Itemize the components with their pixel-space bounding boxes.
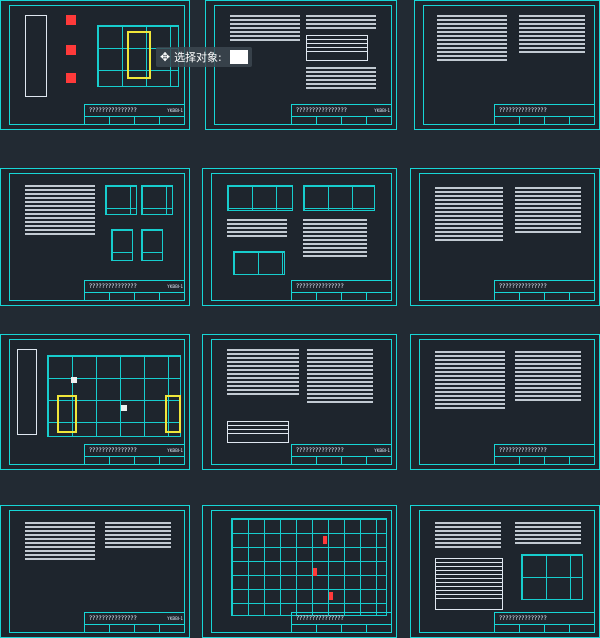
select-object-prompt[interactable]: ✥ 选择对象: (156, 47, 252, 67)
sheet-frame (9, 173, 185, 301)
sheet-frame (9, 510, 185, 633)
text-block (437, 13, 507, 63)
data-table (227, 421, 289, 443)
title-block: ??????????????? YKBBI-1 (84, 104, 185, 125)
legend-column (17, 349, 37, 435)
drawing-sheet-9[interactable]: ??????????????? (410, 334, 600, 470)
title-block-code: YKBBI-1 (167, 616, 183, 621)
title-block: ??????????????? (291, 280, 392, 301)
highlighted-frame (127, 31, 151, 79)
text-block (515, 185, 581, 235)
sheet-frame (419, 173, 595, 301)
title-block: ???????????????? YKBBI-1 (291, 104, 392, 125)
sheet-frame (419, 510, 595, 633)
drawing-sheet-3[interactable]: ??????????????? (414, 0, 600, 130)
select-object-label: 选择对象: (174, 51, 222, 64)
title-block-title: ???????????????? (292, 105, 392, 117)
title-block-title: ??????????????? (85, 445, 185, 457)
data-table (306, 35, 368, 61)
title-block-title: ??????????????? (85, 105, 185, 117)
text-block (25, 520, 95, 562)
move-cursor-icon: ✥ (160, 50, 171, 64)
text-block (230, 13, 300, 43)
sheet-frame (211, 510, 392, 633)
title-block: ??????????????? (494, 612, 595, 633)
drawing-sheet-11[interactable]: ??????????????? (202, 505, 397, 638)
component-red (323, 536, 327, 544)
component-red (66, 73, 76, 83)
drawing-sheet-12[interactable]: ??????????????? (410, 505, 600, 638)
floor-plan-grid (231, 518, 387, 616)
title-block-code: YKBBI-1 (167, 284, 183, 289)
text-block (435, 349, 505, 411)
floor-plan-grid (47, 355, 181, 437)
component-red (66, 45, 76, 55)
component-red (329, 592, 333, 600)
title-block: ??????????????? YKBBI-1 (84, 612, 185, 633)
title-block-title: ??????????????? (495, 445, 595, 457)
title-block: ??????????????? (291, 612, 392, 633)
text-block (306, 13, 376, 31)
highlighted-frame (57, 395, 77, 433)
detail-grid (141, 185, 173, 215)
sheet-frame (211, 339, 392, 465)
title-block: ??????????????? YKBBI-1 (291, 444, 392, 465)
command-input-box[interactable] (229, 50, 248, 64)
detail-grid (141, 229, 163, 261)
text-block (227, 347, 299, 397)
component-red (66, 15, 76, 25)
detail-grid (521, 554, 583, 600)
drawing-sheet-6[interactable]: ??????????????? (410, 168, 600, 306)
text-block (105, 520, 171, 550)
title-block: ??????????????? YKBBI-1 (84, 280, 185, 301)
detail-grid (303, 185, 375, 211)
detail-grid (227, 185, 293, 211)
drawing-sheet-7[interactable]: ??????????????? YKBBI-1 (0, 334, 190, 470)
title-block-title: ??????????????? (495, 281, 595, 293)
sheet-frame (211, 173, 392, 301)
sheet-frame (9, 339, 185, 465)
title-block-title: ??????????????? (292, 281, 392, 293)
text-block (307, 347, 373, 405)
detail-grid (233, 251, 285, 275)
title-block-title: ??????????????? (85, 613, 185, 625)
title-block: ??????????????? (494, 444, 595, 465)
legend-column (25, 15, 47, 97)
text-block (519, 13, 585, 55)
title-block: ??????????????? (494, 280, 595, 301)
title-block-title: ??????????????? (292, 613, 392, 625)
drawing-sheet-10[interactable]: ??????????????? YKBBI-1 (0, 505, 190, 638)
sheet-frame (419, 339, 595, 465)
data-table (435, 558, 503, 610)
title-block-code: YKBBI-1 (167, 448, 183, 453)
text-block (25, 183, 95, 237)
title-block-code: YKBBI-1 (167, 108, 183, 113)
title-block-title: ??????????????? (495, 105, 595, 117)
title-block-title: ??????????????? (85, 281, 185, 293)
title-block-title: ??????????????? (495, 613, 595, 625)
text-block (303, 217, 367, 259)
column-block (71, 377, 77, 383)
drawing-sheet-2[interactable]: ???????????????? YKBBI-1 (205, 0, 397, 130)
highlighted-frame (165, 395, 181, 433)
text-block (515, 520, 581, 546)
title-block-title: ??????????????? (292, 445, 392, 457)
text-block (435, 520, 501, 550)
text-block (515, 349, 581, 403)
column-block (121, 405, 127, 411)
title-block-code: YKBBI-1 (374, 448, 390, 453)
component-red (313, 568, 317, 576)
drawing-sheet-4[interactable]: ??????????????? YKBBI-1 (0, 168, 190, 306)
drawing-sheet-5[interactable]: ??????????????? (202, 168, 397, 306)
detail-grid (105, 185, 137, 215)
detail-grid (111, 229, 133, 261)
text-block (306, 65, 376, 91)
title-block-code: YKBBI-1 (374, 108, 390, 113)
text-block (227, 217, 287, 239)
sheet-frame (423, 5, 595, 125)
title-block: ??????????????? (494, 104, 595, 125)
drawing-sheet-8[interactable]: ??????????????? YKBBI-1 (202, 334, 397, 470)
text-block (435, 185, 503, 243)
title-block: ??????????????? YKBBI-1 (84, 444, 185, 465)
